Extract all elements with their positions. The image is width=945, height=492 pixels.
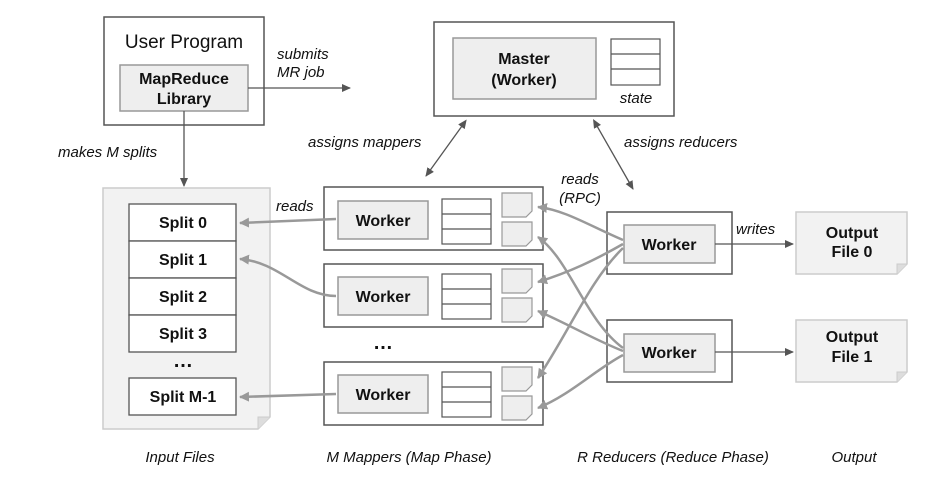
split-box-last (128, 377, 237, 416)
submit-line1: submits (277, 46, 329, 63)
make-splits-label: makes M splits (58, 144, 158, 161)
master-box: Master (Worker) state (433, 21, 675, 117)
assign-reducers-label: assigns reducers (624, 134, 738, 151)
partition-file-icon (501, 192, 533, 247)
partition-file-icon (501, 268, 533, 323)
master-line1: Master (498, 51, 550, 68)
intermediate-table (441, 198, 492, 245)
rpc-read-arrow (537, 309, 624, 353)
caption-reducers: R Reducers (Reduce Phase) (577, 449, 769, 466)
rpc-read-arrow (537, 235, 624, 350)
worker-label: Worker (642, 345, 697, 362)
library-line1: MapReduce (139, 71, 229, 88)
reads-rpc-line1: reads (561, 171, 599, 188)
reads-label: reads (276, 198, 314, 215)
worker-box (337, 276, 429, 316)
split-list: Split 0 Split 1 Split 2 Split 3 (128, 203, 237, 353)
assign-reducers-arrow (593, 119, 634, 190)
rpc-read-arrow (537, 203, 624, 242)
rpc-read-arrow (537, 353, 624, 410)
split-label: Split 2 (159, 289, 207, 306)
worker-label: Worker (642, 237, 697, 254)
intermediate-table (441, 273, 492, 320)
reducer-worker-1: Worker (606, 319, 733, 383)
worker-label: Worker (356, 289, 411, 306)
writes-label: writes (736, 221, 776, 238)
worker-label: Worker (356, 213, 411, 230)
state-label: state (620, 90, 653, 107)
master-worker-box (452, 37, 597, 100)
mapper-worker-0: Worker (323, 186, 544, 251)
split-box (128, 203, 237, 242)
reads-rpc-line2: (RPC) (559, 190, 601, 207)
split-box (128, 277, 237, 316)
mapper-ellipsis: … (373, 332, 393, 354)
worker-box (623, 224, 716, 264)
rpc-read-arrow (536, 247, 624, 379)
read-arrow (239, 391, 337, 402)
reducer-worker-0: Worker (606, 211, 733, 275)
submit-line2: MR job (277, 64, 325, 81)
read-arrow (239, 254, 337, 298)
mapper-worker-m: Worker (323, 361, 544, 426)
caption-input-files: Input Files (145, 449, 215, 466)
user-program-box: User Program MapReduce Library (103, 16, 265, 126)
split-ellipsis: … (173, 350, 193, 372)
output-line1: Output (826, 225, 879, 242)
worker-box (623, 333, 716, 373)
output-file-0: Output File 0 (795, 211, 908, 275)
rpc-read-arrow (537, 242, 624, 285)
output-file-1: Output File 1 (795, 319, 908, 383)
partition-file-icon (501, 366, 533, 421)
output-line2: File 0 (832, 244, 873, 261)
split-box (128, 240, 237, 279)
master-line2: (Worker) (491, 72, 557, 89)
assign-mappers-label: assigns mappers (308, 134, 422, 151)
user-program-title: User Program (125, 32, 243, 53)
mapreduce-library-box (119, 64, 249, 112)
caption-output: Output (831, 449, 877, 466)
split-box (128, 314, 237, 353)
output-line1: Output (826, 329, 879, 346)
split-label: Split 0 (159, 215, 207, 232)
caption-mappers: M Mappers (Map Phase) (326, 449, 491, 466)
worker-box (337, 200, 429, 240)
output-line2: File 1 (832, 349, 873, 366)
state-table (610, 38, 661, 86)
mapper-worker-1: Worker (323, 263, 544, 328)
worker-label: Worker (356, 387, 411, 404)
worker-box (337, 374, 429, 414)
library-line2: Library (157, 91, 211, 108)
assign-mappers-arrow (425, 119, 467, 177)
split-label-last: Split M-1 (150, 389, 217, 406)
split-label: Split 1 (159, 252, 207, 269)
split-label: Split 3 (159, 326, 207, 343)
read-arrow (239, 217, 337, 228)
intermediate-table (441, 371, 492, 418)
